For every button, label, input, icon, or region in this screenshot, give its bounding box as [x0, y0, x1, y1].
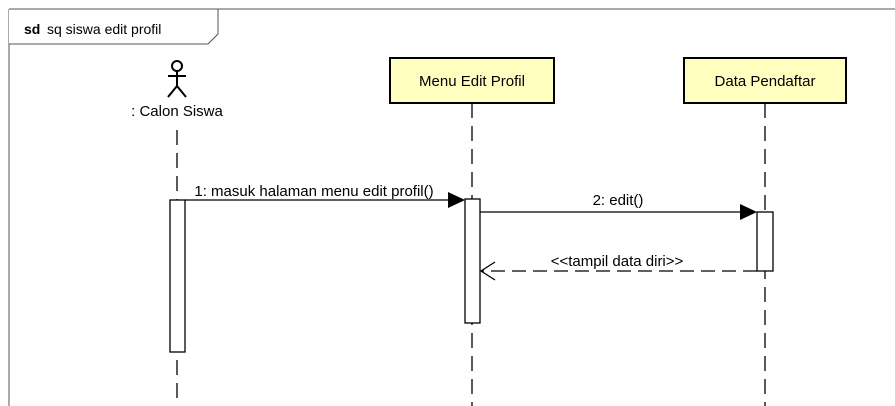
object-box — [389, 57, 555, 104]
lifeline-menu-edit-profil: Menu Edit Profil — [389, 57, 555, 406]
message-label: 2: edit() — [593, 192, 644, 209]
message-label: 1: masuk halaman menu edit profil() — [194, 183, 433, 200]
diagram-frame: sd sq siswa edit profil — [8, 8, 895, 406]
actor-label: : Calon Siswa — [131, 103, 223, 120]
message-label: <<tampil data diri>> — [551, 253, 684, 270]
message-2: 2: edit() — [480, 192, 757, 220]
filled-arrowhead — [740, 204, 757, 220]
activation-bar — [464, 198, 481, 324]
activation-bar — [169, 199, 186, 353]
open-arrowhead — [479, 261, 496, 281]
lifeline-data-pendaftar: Data Pendaftar — [683, 57, 847, 406]
actor-icon — [167, 60, 187, 98]
filled-arrowhead — [448, 192, 465, 208]
lifeline-calon-siswa: : Calon Siswa — [131, 60, 224, 406]
frame-tag — [9, 8, 219, 45]
frame-keyword: sd — [24, 21, 40, 37]
object-label: Menu Edit Profil — [419, 73, 525, 90]
message-3-return: <<tampil data diri>> — [479, 253, 757, 281]
object-label: Data Pendaftar — [715, 73, 816, 90]
frame-title: sq siswa edit profil — [47, 21, 161, 37]
message-1: 1: masuk halaman menu edit profil() — [185, 183, 465, 208]
object-box — [683, 57, 847, 104]
activation-bar — [756, 211, 774, 272]
